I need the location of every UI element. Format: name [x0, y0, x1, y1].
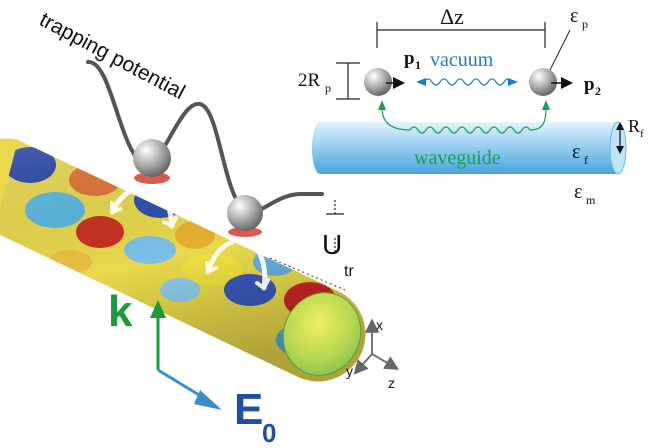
p2-subscript: 2 [595, 84, 601, 98]
eps-p-pointer: ε p [549, 5, 588, 71]
two-rp-label: 2R [298, 70, 321, 91]
eps-f-label: ε [572, 141, 580, 163]
p1-subscript: 1 [415, 58, 421, 72]
eps-f-subscript: f [584, 153, 588, 167]
e0-label: E [234, 385, 263, 434]
k-vector: k [108, 287, 166, 370]
particle-2: p 2 [529, 68, 601, 98]
trapping-potential-label: trapping potential [36, 8, 189, 104]
axis-x-label: x [376, 317, 383, 333]
delta-z-label: Δz [440, 4, 464, 29]
p1-label: p [404, 48, 415, 69]
eps-f: ε f [572, 141, 588, 167]
eps-m: ε m [574, 181, 596, 207]
particle-radius-dimension: 2R p [298, 62, 360, 100]
vacuum-label: vacuum [430, 49, 494, 71]
vacuum-wave-arrow [416, 78, 518, 86]
eps-p-subscript: p [582, 17, 588, 31]
waveguide-label: waveguide [414, 147, 501, 169]
fiber-end-cap [282, 292, 362, 376]
eps-m-subscript: m [586, 193, 596, 207]
rf: R f [628, 116, 644, 140]
trapped-particle-2 [227, 195, 263, 237]
coordinate-axes-icon: x y z [346, 317, 400, 391]
rf-subscript: f [640, 128, 644, 140]
delta-z-dimension: Δz [376, 4, 546, 48]
two-rp-subscript: p [325, 81, 331, 95]
k-label: k [108, 287, 133, 336]
scattering-arrows [109, 183, 270, 291]
trap-depth-marker: U tr [322, 200, 354, 280]
particle-1: p 1 [364, 48, 421, 96]
waveguide-cylinder [312, 121, 627, 175]
trapped-particle-1 [133, 139, 171, 184]
trap-depth-label: U [322, 229, 342, 260]
axis-z-label: z [388, 375, 395, 391]
axis-y-label: y [346, 363, 353, 379]
eps-p-label: ε [570, 5, 578, 27]
e0-vector: E 0 [157, 368, 276, 448]
p2-label: p [584, 74, 595, 95]
trap-depth-subscript: tr [344, 263, 354, 280]
rf-label: R [628, 116, 640, 136]
eps-m-label: ε [574, 181, 582, 203]
e0-subscript: 0 [262, 418, 276, 448]
waveguide-wave-arrow [378, 100, 550, 134]
